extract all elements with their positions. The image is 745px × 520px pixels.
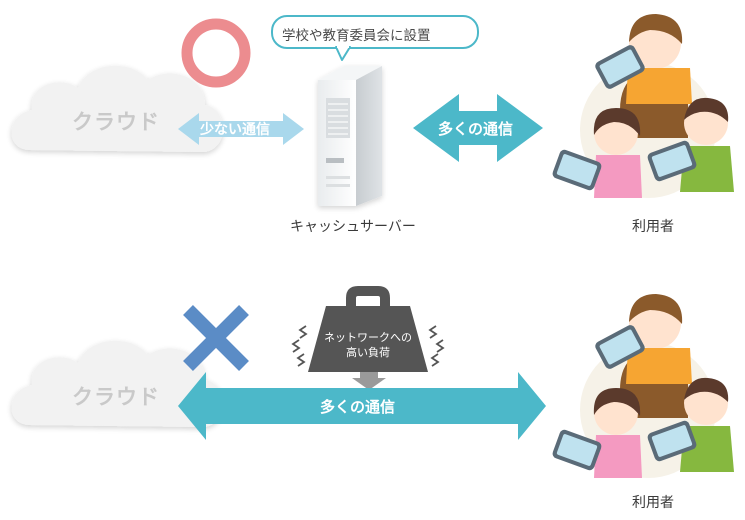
- arrow-many-communication-bottom: [178, 372, 546, 440]
- shake-marks-icon: [291, 325, 445, 367]
- many-communication-label-bottom: 多くの通信: [320, 398, 396, 416]
- users-group-top: [552, 14, 734, 198]
- weight-label-line1: ネットワークへの: [324, 331, 412, 344]
- user-boy-green-icon: [647, 97, 734, 192]
- few-communication-label: 少ない通信: [200, 122, 270, 138]
- arrow-many-communication-top: [413, 94, 543, 162]
- user-girl-orange-icon: [595, 294, 692, 418]
- weight-label-line2: 高い負荷: [346, 346, 390, 359]
- callout-text: 学校や教育委員会に設置: [282, 28, 431, 44]
- cloud-bottom: [11, 340, 224, 427]
- user-girl-pink-icon: [552, 108, 642, 198]
- users-caption-top: 利用者: [632, 219, 674, 235]
- users-group-bottom: [552, 294, 734, 478]
- users-caption-bottom: 利用者: [632, 495, 674, 511]
- arrow-few-communication: [178, 113, 304, 145]
- cloud-label-top: クラウド: [72, 110, 160, 134]
- callout-bubble: [271, 15, 479, 61]
- cache-server-icon: [318, 66, 382, 206]
- weight-icon: [308, 286, 428, 390]
- ok-circle-icon: [181, 18, 251, 88]
- many-communication-label-top: 多くの通信: [438, 120, 514, 138]
- server-caption: キャッシュサーバー: [290, 219, 416, 235]
- ng-cross-icon: [183, 305, 249, 371]
- cloud-label-bottom: クラウド: [72, 385, 160, 409]
- cloud-top: [11, 65, 224, 152]
- user-girl-pink-icon: [552, 388, 642, 478]
- user-boy-green-icon: [647, 377, 734, 472]
